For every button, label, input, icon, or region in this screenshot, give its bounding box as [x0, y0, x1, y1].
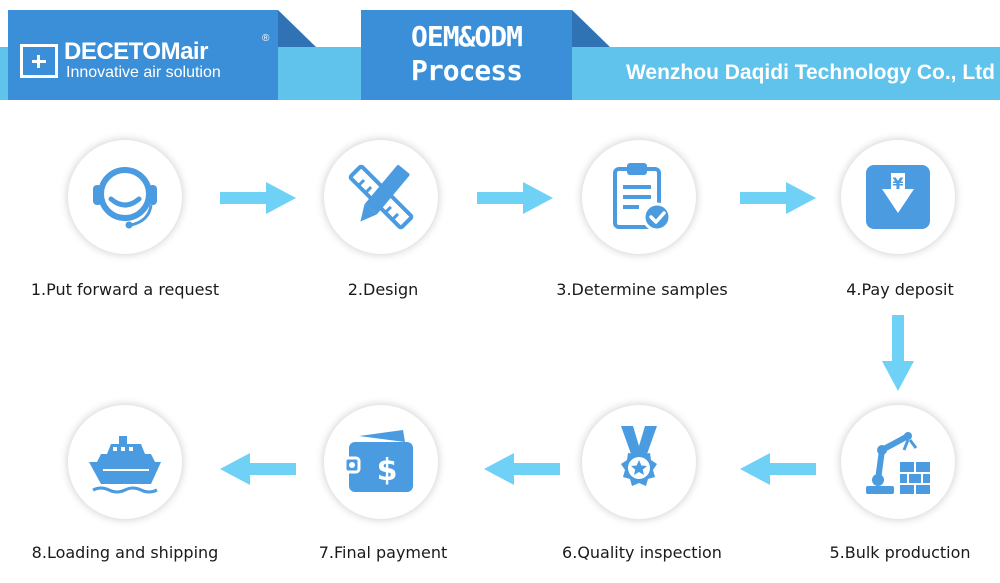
company-name: Wenzhou Daqidi Technology Co., Ltd: [625, 61, 995, 84]
logo-plus-icon: [20, 44, 58, 78]
step-2-circle: [324, 140, 438, 254]
arrow-down-icon: [882, 315, 914, 391]
step-8-label: 8.Loading and shipping: [31, 543, 219, 562]
arrow-left-icon: [220, 453, 296, 485]
page-title-line-1: OEM&ODM: [410, 20, 523, 53]
step-7-label: 7.Final payment: [318, 543, 448, 562]
title-panel: [361, 10, 572, 100]
step-3-label: 3.Determine samples: [556, 280, 728, 299]
title-panel-fold: [572, 10, 610, 47]
step-6-label: 6.Quality inspection: [562, 543, 722, 562]
arrow-right-icon: [220, 182, 296, 214]
logo-panel-fold: [278, 10, 316, 47]
step-5-circle: [841, 405, 955, 519]
step-4-circle: ¥: [841, 140, 955, 254]
step-6-circle: [582, 405, 696, 519]
step-1-circle: [68, 140, 182, 254]
step-3-circle: [582, 140, 696, 254]
yuan-download-icon: ¥: [866, 165, 930, 229]
step-1-label: 1.Put forward a request: [30, 280, 220, 299]
arrow-right-icon: [477, 182, 553, 214]
logo-panel: [8, 10, 278, 100]
clipboard-check-icon: [613, 163, 672, 232]
step-8-circle: [68, 405, 182, 519]
step-2-label: 2.Design: [347, 280, 419, 299]
page-title: OEM&ODM Process: [361, 20, 572, 88]
medal-icon: [621, 426, 657, 486]
page-title-line-2: Process: [410, 54, 523, 87]
step-7-circle: $: [324, 405, 438, 519]
logo-brand: DECETOMair: [64, 38, 208, 65]
step-4-label: 4.Pay deposit: [846, 280, 954, 299]
svg-text:$: $: [377, 453, 398, 488]
ship-icon: [89, 436, 161, 494]
logo-tagline: Innovative air solution: [66, 64, 221, 81]
arrow-right-icon: [740, 182, 816, 214]
svg-text:¥: ¥: [892, 174, 903, 193]
wallet-dollar-icon: $: [343, 430, 413, 492]
arrow-left-icon: [740, 453, 816, 485]
arrow-left-icon: [484, 453, 560, 485]
step-5-label: 5.Bulk production: [829, 543, 971, 562]
pencil-ruler-icon: [348, 164, 414, 230]
headset-icon: [93, 167, 157, 229]
logo-registered-mark: ®: [262, 33, 270, 44]
robot-arm-icon: [866, 432, 930, 494]
